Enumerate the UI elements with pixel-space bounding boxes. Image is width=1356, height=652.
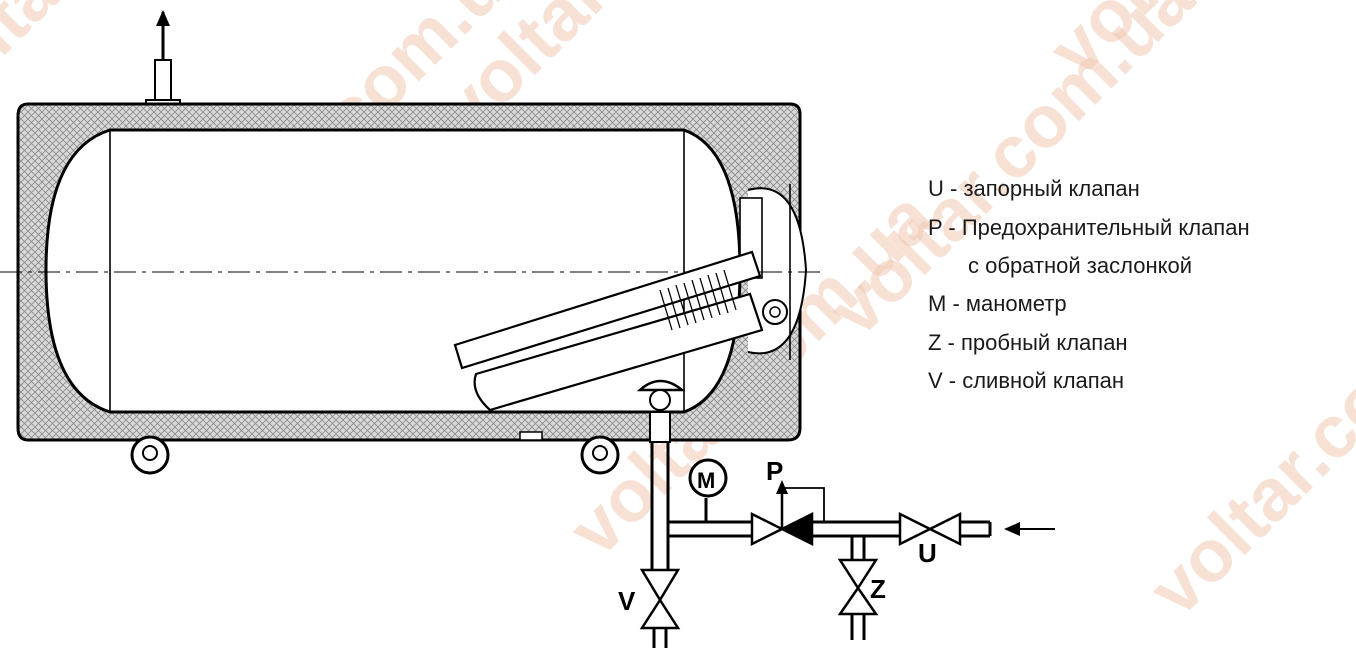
label-u: U: [918, 538, 937, 568]
label-v: V: [618, 586, 636, 616]
label-z: Z: [870, 574, 886, 604]
legend-item-m: M - манометр: [928, 291, 1067, 316]
legend-item-v: V - сливной клапан: [928, 368, 1124, 393]
legend-item-z: Z - пробный клапан: [928, 330, 1128, 355]
legend: U - запорный клапан P - Предохранительны…: [928, 176, 1250, 393]
label-p: P: [766, 456, 783, 486]
label-m: M: [697, 468, 715, 493]
mounting-feet: [130, 431, 620, 475]
heating-elements: [453, 250, 764, 412]
legend-item-p: P - Предохранительный клапан: [928, 215, 1250, 240]
watermark: voltar.com.ua: [1133, 235, 1356, 632]
piping: [639, 442, 1055, 648]
valve-labels: M P U Z V: [618, 456, 937, 616]
legend-item-p-cont: с обратной заслонкой: [968, 253, 1192, 278]
cold-water-inlet-fitting: [636, 379, 686, 443]
legend-item-u: U - запорный клапан: [928, 176, 1140, 201]
